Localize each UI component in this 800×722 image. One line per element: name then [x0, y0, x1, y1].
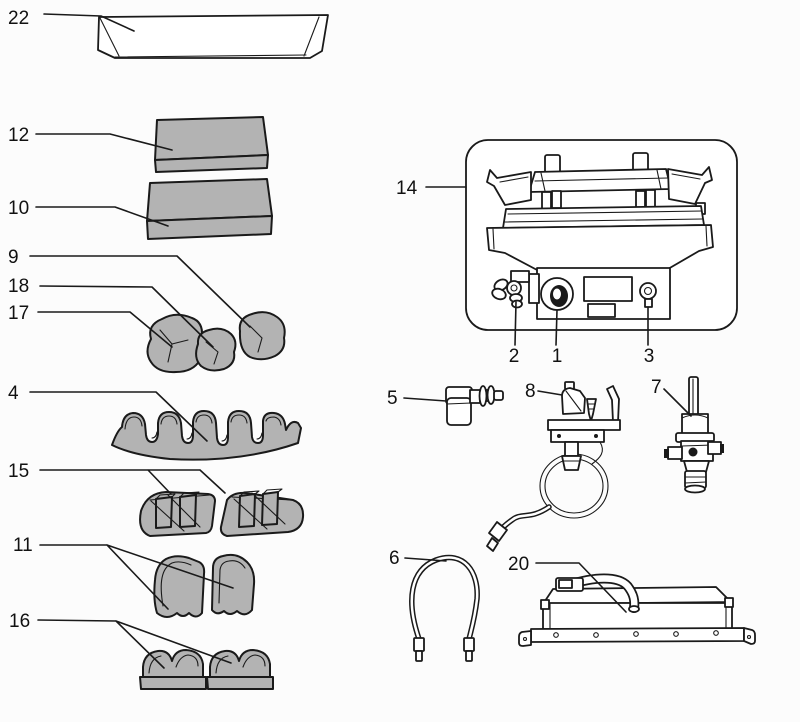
part-10-label: 10 [8, 198, 29, 219]
part-9-label: 9 [8, 247, 19, 268]
part-22-hood: 22 [8, 8, 329, 59]
part-12-label: 12 [8, 125, 29, 146]
leader-17 [37, 311, 173, 348]
part-22-label: 22 [8, 8, 29, 29]
leader-5 [403, 397, 447, 402]
part-4-label: 4 [8, 383, 19, 404]
part-1-label: 1 [552, 346, 563, 367]
part-20-firebox-pan: 20 [508, 554, 756, 647]
part-5-elbow-fitting: 5 [387, 385, 504, 426]
leader-1 [555, 309, 558, 346]
leader-20 [535, 562, 627, 613]
part-5-label: 5 [387, 388, 398, 409]
rock-callouts: 9 18 17 [8, 247, 251, 348]
rating-plate [583, 276, 633, 302]
part-10-panel: 10 [8, 178, 273, 240]
part-8-pilot-assembly: 8 [486, 381, 621, 552]
part-14-burner-assembly: 2 1 3 14 [396, 139, 738, 367]
leader-18 [39, 285, 214, 348]
part-16-hump-strips: 16 [9, 611, 274, 690]
leader-4 [29, 391, 208, 442]
part-18-rock [195, 327, 237, 372]
part-20-label: 20 [508, 554, 529, 575]
part-3-label: 3 [644, 346, 655, 367]
part-4-front-strip: 4 [8, 383, 302, 461]
leader-22 [43, 13, 135, 32]
part-7-label: 7 [651, 377, 662, 398]
part-15-label: 15 [8, 461, 29, 482]
part-8-label: 8 [525, 381, 536, 402]
igniter-button [639, 282, 657, 300]
part-16-label: 16 [9, 611, 30, 632]
part-11-label: 11 [13, 535, 33, 556]
pan-screws [553, 630, 719, 638]
leader-6 [404, 557, 447, 562]
leader-16 [37, 619, 232, 669]
part-7-gas-valve: 7 [651, 376, 724, 494]
part-2-label: 2 [509, 346, 520, 367]
leader-10 [35, 206, 169, 227]
leader-9 [29, 255, 251, 328]
part-18-label: 18 [8, 276, 29, 297]
leader-15 [39, 469, 226, 495]
leader-2 [514, 301, 517, 346]
part-15-ember-blocks: 15 [8, 461, 305, 537]
part-6-igniter-wire: 6 [389, 548, 480, 662]
part-6-label: 6 [389, 548, 400, 569]
leader-8 [537, 390, 563, 396]
part-12-panel: 12 [8, 116, 269, 173]
leader-7 [663, 388, 692, 417]
leader-12 [35, 133, 173, 151]
inlet-fitting [491, 270, 540, 309]
leader-11 [39, 544, 234, 610]
part-9-rock [238, 311, 286, 361]
part-17-rock [146, 313, 206, 374]
part-14-label: 14 [396, 178, 418, 199]
part-11-side-panels: 11 [13, 535, 256, 618]
part-17-label: 17 [8, 303, 29, 324]
